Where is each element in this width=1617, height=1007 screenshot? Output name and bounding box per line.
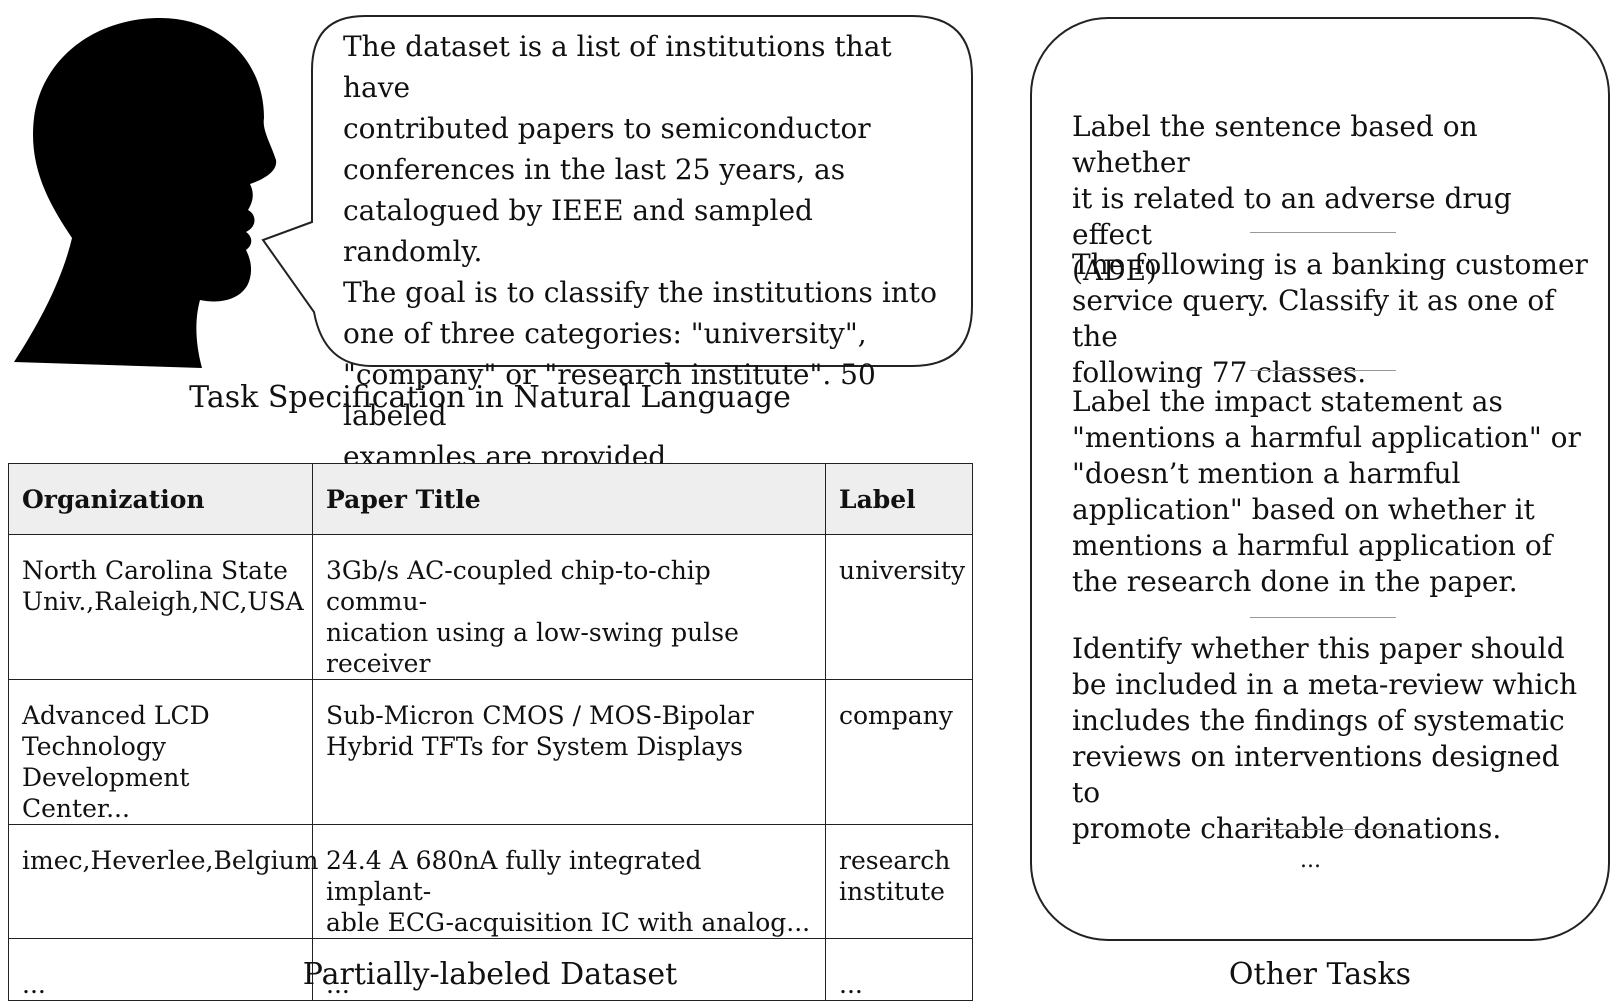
task-separator [1250,617,1396,618]
task-spec-line: "company" or "research institute". 50 la… [343,358,876,432]
human-head-silhouette-icon [14,18,277,368]
cell-line: nication using a low-swing pulse receive… [326,618,739,678]
cell-line: Technology [22,732,166,761]
task-spec-line: one of three categories: "university", [343,317,867,350]
dataset-caption: Partially-labeled Dataset [302,957,678,992]
label-cell: ... [825,938,973,1001]
cell-line: Univ.,Raleigh,NC,USA [22,587,304,616]
column-header-organization: Organization [8,463,313,535]
other-tasks-box [1030,17,1610,941]
task-line: "doesn’t mention a harmful [1072,457,1461,490]
cell-line: research [839,846,951,875]
cell-line: Advanced LCD [22,701,210,730]
speech-bubble [261,15,973,367]
cell-line: university [839,556,966,585]
cell-line: Sub-Micron CMOS / MOS-Bipolar [326,701,754,730]
organization-cell: imec,Heverlee,Belgium [8,824,319,939]
task-spec-caption: Task Specification in Natural Language [189,380,791,415]
task-line: service query. Classify it as one of the [1072,284,1555,353]
task-line: following 77 classes. [1072,356,1367,389]
task-spec-line: conferences in the last 25 years, as [343,153,846,186]
cell-line: ... [839,970,863,999]
task-spec-text: The dataset is a list of institutions th… [343,26,943,477]
task-separator [1250,370,1396,371]
task-spec-line: catalogued by IEEE and sampled randomly. [343,194,813,268]
cell-line: ... [326,970,350,999]
paper-title-cell: 24.4 A 680nA fully integrated implant-ab… [312,824,826,939]
task-line: promote charitable donations. [1072,812,1502,845]
task-line: be included in a meta-review which [1072,668,1578,701]
cell-line: Hybrid TFTs for System Displays [326,732,743,761]
task-spec-line: The goal is to classify the institutions… [343,276,937,309]
cell-line: able ECG-acquisition IC with analog... [326,908,811,937]
task-line: mentions a harmful application of [1072,529,1553,562]
column-header-label: Label [825,463,973,535]
task-line: includes the findings of systematic [1072,704,1565,737]
task-line: (ADE) [1072,254,1157,287]
cell-line: ... [22,970,46,999]
other-tasks-ellipsis: ... [1300,848,1321,873]
task-line: it is related to an adverse drug effect [1072,182,1512,251]
label-cell: company [825,679,973,825]
table-header-row: Organization Paper Title Label [8,463,973,535]
cell-line: institute [839,877,945,906]
column-header-paper-title: Paper Title [312,463,826,535]
task-line: application" based on whether it [1072,493,1535,526]
cell-line: 24.4 A 680nA fully integrated implant- [326,846,702,906]
task-line: Label the sentence based on whether [1072,110,1478,179]
task-description: Label the impact statement as"mentions a… [1072,384,1592,600]
cell-line: company [839,701,953,730]
cell-line: imec,Heverlee,Belgium [22,846,319,875]
cell-line: North Carolina State [22,556,288,585]
cell-line: Development Center... [22,763,190,823]
table-row: ......... [8,938,973,1001]
task-spec-line: The dataset is a list of institutions th… [343,30,892,104]
task-spec-illustration [14,15,973,368]
label-cell: university [825,534,973,680]
task-line: Label the impact statement as [1072,385,1503,418]
task-separator [1250,829,1396,830]
other-tasks-caption: Other Tasks [1228,957,1412,992]
task-line: reviews on interventions designed to [1072,740,1560,809]
task-separator [1250,232,1396,233]
task-line: the research done in the paper. [1072,565,1518,598]
paper-title-cell: ... [312,938,826,1001]
cell-line: 3Gb/s AC-coupled chip-to-chip commu- [326,556,711,616]
dataset-table: Organization Paper Title Label North Car… [8,463,973,1001]
task-line: The following is a banking customer [1072,248,1588,281]
task-line: "mentions a harmful application" or [1072,421,1581,454]
paper-title-cell: 3Gb/s AC-coupled chip-to-chip commu-nica… [312,534,826,680]
task-line: Identify whether this paper should [1072,632,1565,665]
task-spec-line: contributed papers to semiconductor [343,112,871,145]
